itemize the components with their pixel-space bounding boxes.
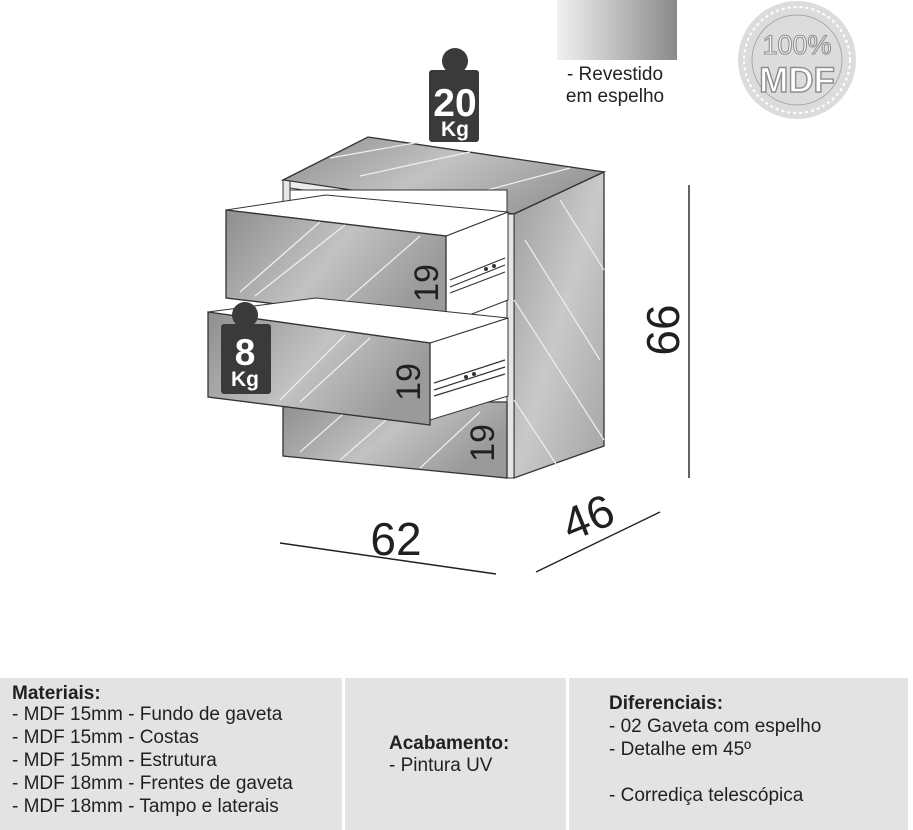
- materials-panel: Materiais: - MDF 15mm - Fundo de gaveta …: [0, 678, 342, 830]
- drawer-height-middle: 19: [390, 363, 428, 401]
- materials-item: - MDF 15mm - Fundo de gaveta: [12, 704, 283, 725]
- drawer-load-unit: Kg: [231, 368, 259, 391]
- features-panel: Diferenciais: - 02 Gaveta com espelho - …: [569, 678, 908, 830]
- swatch-caption-line1: - Revestido: [566, 64, 664, 85]
- features-item: - Detalhe em 45º: [609, 739, 752, 760]
- mirror-swatch: [557, 0, 677, 60]
- finish-title: Acabamento:: [389, 733, 510, 754]
- materials-item: - MDF 18mm - Frentes de gaveta: [12, 773, 293, 794]
- materials-item: - MDF 18mm - Tampo e laterais: [12, 796, 279, 817]
- swatch-caption-line2: em espelho: [565, 86, 665, 107]
- badge-percent: 100%: [762, 30, 831, 60]
- finish-panel: Acabamento: - Pintura UV: [345, 678, 566, 830]
- materials-item: - MDF 15mm - Estrutura: [12, 750, 217, 771]
- furniture-diagram: 100% MDF 20 Kg: [207, 0, 856, 575]
- badge-mdf: MDF: [759, 61, 835, 100]
- drawer-load-value: 8: [235, 332, 256, 373]
- top-drawer: [225, 194, 509, 325]
- drawer-load-weight-icon: 8 Kg: [221, 302, 271, 394]
- top-load-unit: Kg: [441, 118, 469, 141]
- dimension-width: 62: [370, 513, 421, 565]
- features-item: - Corrediça telescópica: [609, 785, 804, 806]
- telescopic-slide-middle: [433, 359, 506, 397]
- finish-item: - Pintura UV: [389, 755, 493, 776]
- dimension-lines: [279, 185, 690, 575]
- drawer-height-bottom: 19: [464, 424, 502, 462]
- materials-title: Materiais:: [12, 683, 101, 704]
- drawer-height-top: 19: [408, 264, 446, 302]
- top-load-weight-icon: 20 Kg: [429, 48, 479, 142]
- mirror-swatch-caption: - Revestido em espelho: [545, 64, 685, 108]
- features-item: - 02 Gaveta com espelho: [609, 716, 822, 737]
- mdf-badge: 100% MDF: [738, 1, 856, 119]
- dimension-depth: 46: [555, 483, 622, 550]
- top-load-value: 20: [433, 82, 476, 125]
- features-title: Diferenciais:: [609, 693, 724, 714]
- dimension-height: 66: [637, 304, 689, 355]
- telescopic-slide-top: [449, 257, 506, 294]
- materials-item: - MDF 15mm - Costas: [12, 727, 199, 748]
